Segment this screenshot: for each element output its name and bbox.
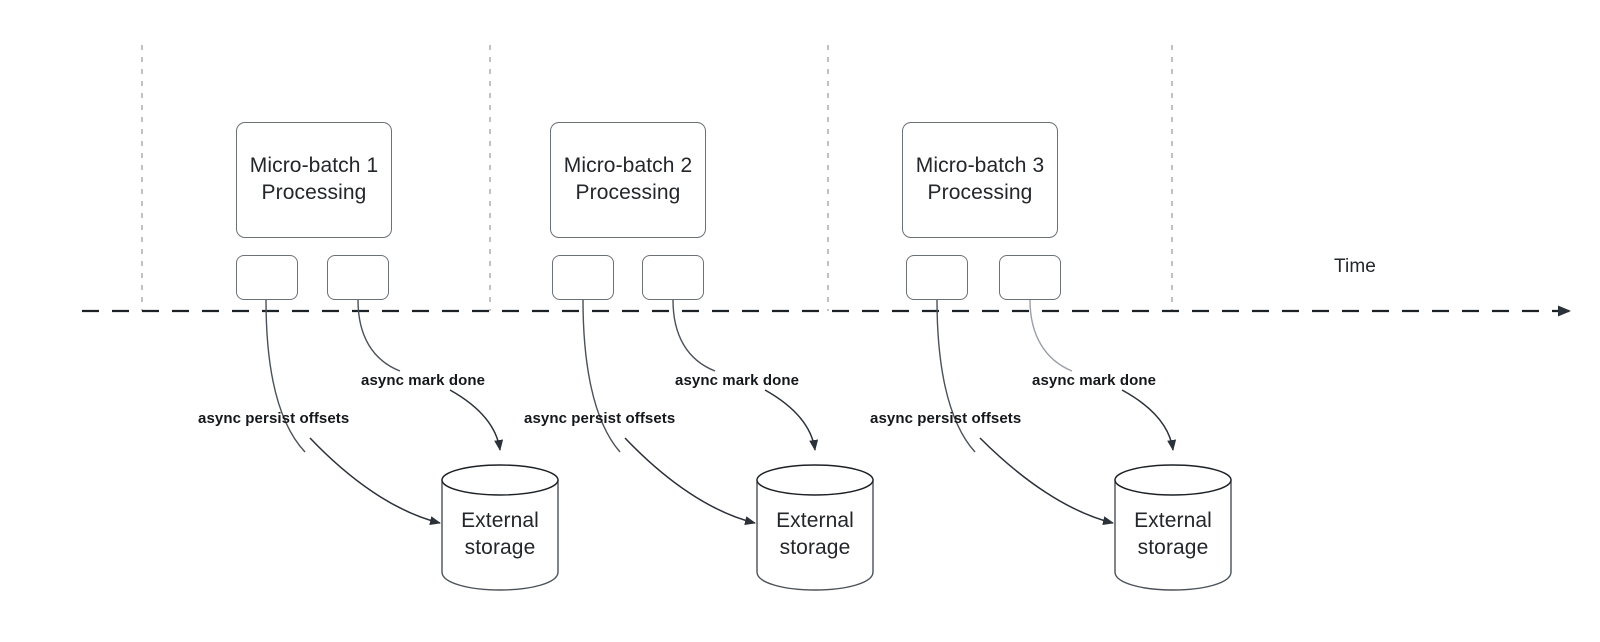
group-3-edges bbox=[936, 299, 1177, 525]
micro-batch-2-process-box[interactable]: Micro-batch 2 Processing bbox=[550, 122, 706, 238]
time-axis-label: Time bbox=[1334, 256, 1376, 277]
storage-cylinder-2 bbox=[756, 464, 874, 591]
group-3-task-box-left[interactable] bbox=[906, 255, 968, 300]
edge-async-persist-offsets-arrow bbox=[624, 437, 756, 525]
group-1-edges bbox=[265, 299, 504, 525]
edge-async-persist-offsets-curve bbox=[936, 299, 976, 453]
process-label-line1: Micro-batch 2 bbox=[563, 154, 693, 178]
storage-cylinder-1 bbox=[441, 464, 559, 591]
process-label-line2: Processing bbox=[575, 181, 681, 204]
edge-async-mark-done-curve bbox=[672, 299, 716, 372]
edge-async-persist-offsets-curve bbox=[265, 299, 306, 453]
cylinder-body bbox=[1114, 479, 1232, 591]
group-2-async-mark-done-label: async mark done bbox=[675, 372, 800, 389]
cylinder-body bbox=[441, 479, 559, 591]
process-label-line2: Processing bbox=[927, 181, 1033, 204]
edge-async-mark-done-arrow bbox=[1121, 389, 1177, 451]
process-label-line2: Processing bbox=[261, 181, 367, 204]
edge-async-persist-offsets-arrow bbox=[979, 437, 1114, 525]
group-2-edges bbox=[582, 299, 819, 525]
group-3-async-persist-offsets-label: async persist offsets bbox=[870, 410, 1022, 427]
cylinder-top bbox=[1114, 464, 1232, 496]
group-2-task-box-right[interactable] bbox=[642, 255, 704, 300]
micro-batch-1-process-label: Micro-batch 1 Processing bbox=[250, 153, 379, 207]
group-1-async-mark-done-label: async mark done bbox=[361, 372, 486, 389]
group-2-async-persist-offsets-label: async persist offsets bbox=[524, 410, 676, 427]
cylinder-body bbox=[756, 479, 874, 591]
group-1-task-box-right[interactable] bbox=[327, 255, 389, 300]
group-3-async-mark-done-label: async mark done bbox=[1032, 372, 1157, 389]
group-1-async-persist-offsets-label: async persist offsets bbox=[198, 410, 350, 427]
edge-async-mark-done-arrow bbox=[764, 389, 819, 451]
group-2-task-box-left[interactable] bbox=[552, 255, 614, 300]
cylinder-top bbox=[441, 464, 559, 496]
process-label-line1: Micro-batch 3 bbox=[915, 154, 1045, 178]
process-label-line1: Micro-batch 1 bbox=[249, 154, 379, 178]
edge-async-persist-offsets-arrow bbox=[309, 437, 441, 525]
edge-async-mark-done-arrow bbox=[449, 389, 504, 451]
guide-lines bbox=[141, 45, 1173, 311]
edge-async-persist-offsets-curve bbox=[582, 299, 621, 453]
micro-batch-2-process-label: Micro-batch 2 Processing bbox=[564, 153, 693, 207]
micro-batch-1-process-box[interactable]: Micro-batch 1 Processing bbox=[236, 122, 392, 238]
group-3-task-box-right[interactable] bbox=[999, 255, 1061, 300]
cylinder-top bbox=[756, 464, 874, 496]
micro-batch-3-process-box[interactable]: Micro-batch 3 Processing bbox=[902, 122, 1058, 238]
edge-async-mark-done-curve bbox=[357, 299, 401, 372]
micro-batch-3-process-label: Micro-batch 3 Processing bbox=[916, 153, 1045, 207]
group-1-task-box-left[interactable] bbox=[236, 255, 298, 300]
storage-cylinder-3 bbox=[1114, 464, 1232, 591]
edge-async-mark-done-curve bbox=[1029, 299, 1073, 372]
